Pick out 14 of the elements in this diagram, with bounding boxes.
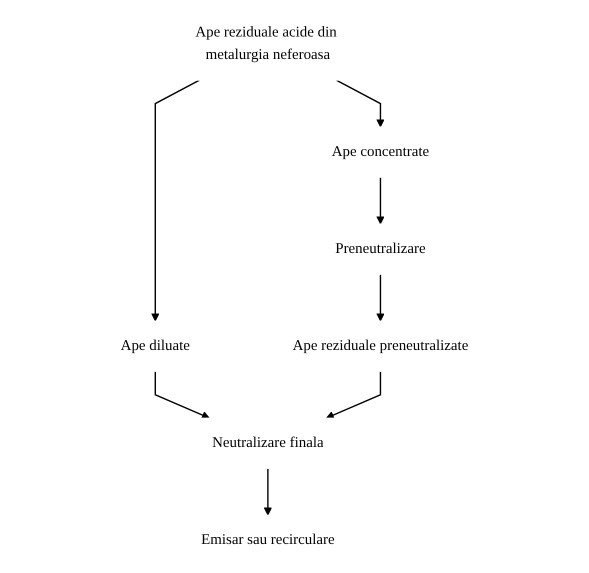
- arrow: [264, 468, 272, 516]
- node-text: Ape diluate: [120, 338, 190, 354]
- arrow: [326, 371, 382, 419]
- arrow: [376, 274, 385, 322]
- arrow: [154, 371, 210, 419]
- node-text: Preneutralizare: [335, 240, 426, 257]
- node-text: Emisar sau recirculare: [201, 532, 335, 548]
- node-text: Neutralizare finala: [212, 434, 324, 451]
- arrow: [151, 80, 200, 322]
- node-text: Ape reziduale acide din metalurgia neferoasa: [195, 24, 337, 63]
- arrow: [336, 80, 385, 128]
- node-text: Ape concentrate: [332, 144, 430, 160]
- node-text: Ape reziduale preneutralizate: [292, 338, 468, 354]
- arrow: [376, 177, 385, 224]
